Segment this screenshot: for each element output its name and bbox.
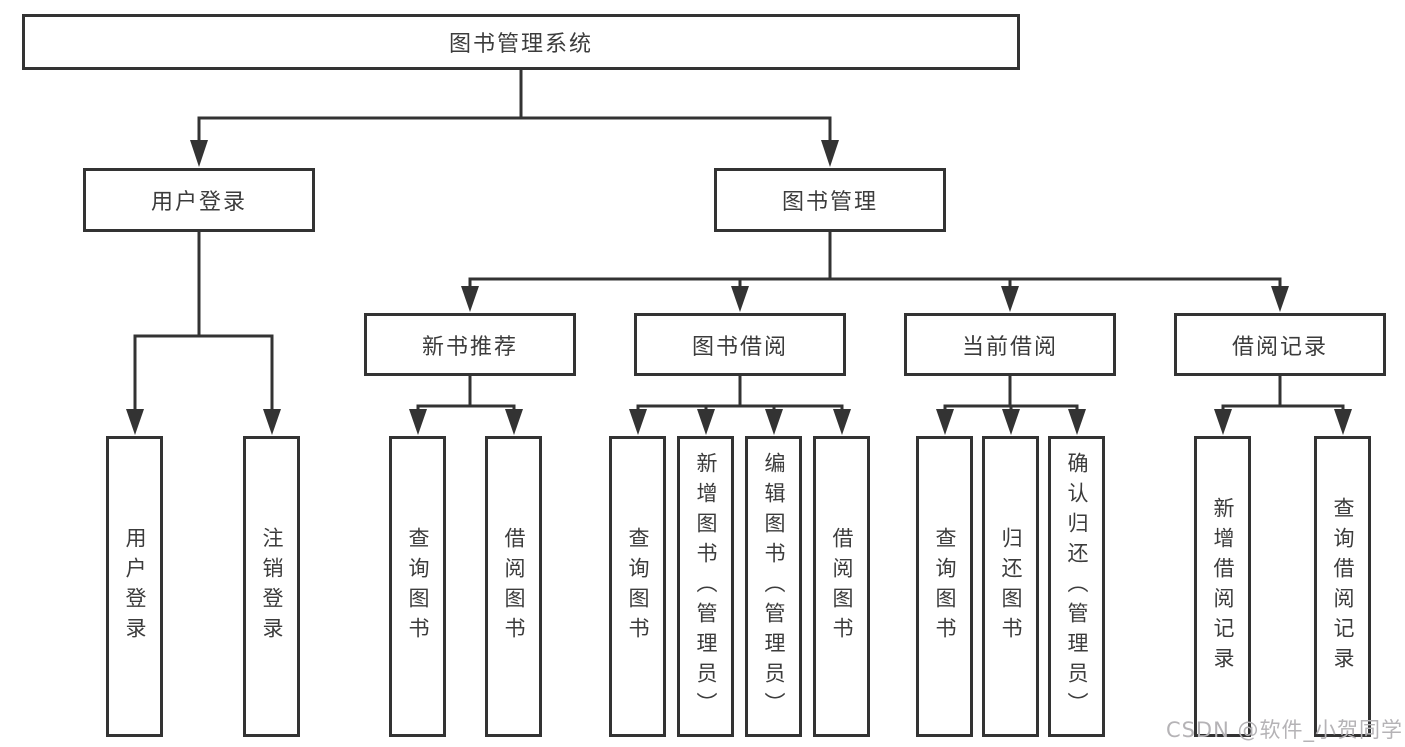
connector-book-mgmt-to-level3 — [461, 232, 1289, 312]
node-user-login-label: 用户登录 — [150, 190, 247, 215]
node-book-mgmt-label: 图书管理 — [781, 190, 878, 215]
leaf-borrow-query-books-label: 查询图书 — [626, 526, 650, 647]
leaf-borrow-add-books-admin-label: 新增图书（管理员） — [694, 451, 718, 722]
node-book-mgmt: 图书管理 — [714, 168, 946, 232]
connector-root-to-level2 — [190, 68, 839, 167]
node-current-borrow-label: 当前借阅 — [961, 334, 1058, 360]
leaf-newbook-query-books: 查询图书 — [389, 436, 446, 737]
leaf-record-add-borrow-record: 新增借阅记录 — [1194, 436, 1251, 737]
arrow-down-icon — [409, 409, 427, 435]
leaf-record-add-borrow-record-label: 新增借阅记录 — [1211, 496, 1235, 677]
arrow-down-icon — [1002, 409, 1020, 435]
arrow-down-icon — [833, 409, 851, 435]
node-current-borrow: 当前借阅 — [904, 313, 1116, 376]
connector-line — [943, 376, 1079, 410]
arrow-down-icon — [263, 409, 281, 435]
arrow-down-icon — [936, 409, 954, 435]
leaf-current-query-books: 查询图书 — [916, 436, 973, 737]
connector-line — [416, 376, 516, 410]
node-root: 图书管理系统 — [22, 14, 1020, 70]
node-borrow-record: 借阅记录 — [1174, 313, 1386, 376]
node-root-label: 图书管理系统 — [448, 32, 593, 57]
arrow-down-icon — [1001, 286, 1019, 312]
node-user-login: 用户登录 — [83, 168, 315, 232]
arrow-down-icon — [731, 286, 749, 312]
arrow-down-icon — [190, 140, 208, 167]
leaf-borrow-edit-books-admin-label: 编辑图书（管理员） — [762, 451, 786, 722]
connector-line — [636, 376, 844, 410]
leaf-record-query-borrow-record: 查询借阅记录 — [1314, 436, 1371, 737]
node-book-borrow-label: 图书借阅 — [691, 334, 788, 360]
leaf-newbook-borrow-books: 借阅图书 — [485, 436, 542, 737]
leaf-newbook-borrow-books-label: 借阅图书 — [502, 526, 526, 647]
arrow-down-icon — [765, 409, 783, 435]
leaf-borrow-edit-books-admin: 编辑图书（管理员） — [745, 436, 802, 737]
leaf-current-return-books-label: 归还图书 — [999, 526, 1023, 647]
leaf-user-login: 用户登录 — [106, 436, 163, 737]
leaf-newbook-query-books-label: 查询图书 — [406, 526, 430, 647]
connector-line — [197, 68, 832, 142]
connector-line — [468, 232, 1282, 287]
connector-user-login-to-leaves — [126, 232, 281, 435]
leaf-user-login-label: 用户登录 — [123, 526, 147, 647]
connector-line — [133, 232, 274, 410]
arrow-down-icon — [697, 409, 715, 435]
node-new-book-recommend-label: 新书推荐 — [421, 334, 518, 360]
leaf-borrow-query-books: 查询图书 — [609, 436, 666, 737]
leaf-current-return-books: 归还图书 — [982, 436, 1039, 737]
arrow-down-icon — [1271, 286, 1289, 312]
arrow-down-icon — [126, 409, 144, 435]
leaf-current-confirm-return-admin-label: 确认归还（管理员） — [1065, 451, 1089, 722]
watermark-text: CSDN @软件_小贺同学 — [1165, 718, 1403, 742]
arrow-down-icon — [1068, 409, 1086, 435]
arrow-down-icon — [461, 286, 479, 312]
arrow-down-icon — [629, 409, 647, 435]
leaf-record-query-borrow-record-label: 查询借阅记录 — [1331, 496, 1355, 677]
watermark: CSDN @软件_小贺同学 — [1166, 714, 1403, 744]
leaf-borrow-add-books-admin: 新增图书（管理员） — [677, 436, 734, 737]
connector-current-borrow-to-leaves — [936, 376, 1086, 435]
connector-borrow-record-to-leaves — [1214, 376, 1352, 435]
connector-line — [1221, 376, 1345, 410]
leaf-borrow-borrow-books: 借阅图书 — [813, 436, 870, 737]
arrow-down-icon — [821, 140, 839, 167]
node-new-book-recommend: 新书推荐 — [364, 313, 576, 376]
arrow-down-icon — [505, 409, 523, 435]
node-borrow-record-label: 借阅记录 — [1231, 334, 1328, 360]
leaf-borrow-borrow-books-label: 借阅图书 — [830, 526, 854, 647]
leaf-current-confirm-return-admin: 确认归还（管理员） — [1048, 436, 1105, 737]
leaf-logout: 注销登录 — [243, 436, 300, 737]
leaf-current-query-books-label: 查询图书 — [933, 526, 957, 647]
node-book-borrow: 图书借阅 — [634, 313, 846, 376]
arrow-down-icon — [1214, 409, 1232, 435]
connector-new-book-to-leaves — [409, 376, 523, 435]
connector-book-borrow-to-leaves — [629, 376, 851, 435]
arrow-down-icon — [1334, 409, 1352, 435]
leaf-logout-label: 注销登录 — [260, 526, 284, 647]
